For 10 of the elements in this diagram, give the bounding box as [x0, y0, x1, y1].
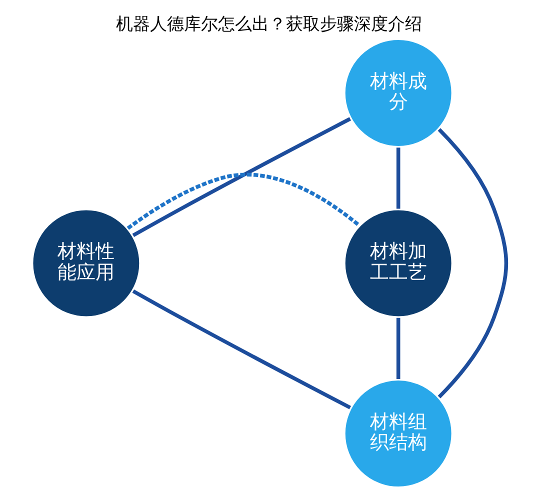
connector	[126, 172, 360, 230]
connector	[132, 117, 351, 238]
connector	[437, 128, 508, 398]
connector	[132, 289, 351, 410]
node-circle: 材料加工工艺	[342, 207, 454, 320]
node-circle: 材料成分	[342, 37, 454, 149]
connector	[396, 318, 400, 380]
connector	[396, 148, 400, 209]
diagram-title: 机器人德库尔怎么出？获取步骤深度介绍	[115, 14, 422, 34]
node-circle: 材料组织结构	[342, 378, 454, 490]
